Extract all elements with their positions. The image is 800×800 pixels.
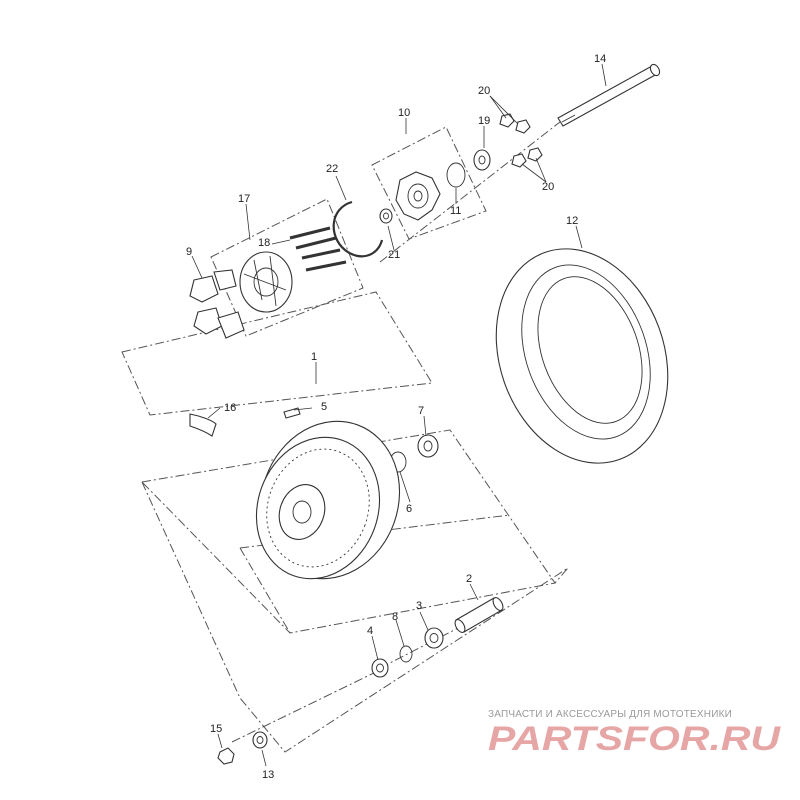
callout-1: 1 [311, 351, 317, 363]
callout-16: 16 [224, 402, 236, 414]
callout-14: 14 [594, 53, 606, 65]
fitting [283, 407, 301, 419]
callout-6: 6 [406, 503, 412, 515]
bearing-upper [417, 434, 439, 458]
axle-centerline-upper [379, 121, 561, 263]
hub-group-outline [121, 291, 433, 416]
axle-centerline-lower [231, 669, 381, 743]
watermark: ЗАПЧАСТИ И АКСЕССУАРЫ ДЛЯ МОТОТЕХНИКИ PA… [488, 709, 782, 758]
circlip [332, 200, 384, 258]
callout-20-top: 20 [478, 85, 490, 97]
rubber-dampers [189, 269, 245, 339]
axle-collar [252, 731, 268, 749]
axle-nut [217, 747, 235, 765]
spacer [379, 208, 393, 224]
callout-8: 8 [392, 611, 398, 623]
callout-17: 17 [238, 193, 250, 205]
callout-9: 9 [186, 246, 192, 258]
damper-plate [239, 251, 293, 313]
callout-2: 2 [466, 573, 472, 585]
sprocket-nuts [499, 113, 543, 168]
bearing-lower [424, 627, 444, 649]
oil-seal [371, 658, 389, 678]
callout-21: 21 [388, 249, 400, 261]
watermark-tagline: ЗАПЧАСТИ И АКСЕССУАРЫ ДЛЯ МОТОТЕХНИКИ [488, 709, 732, 720]
callout-4: 4 [367, 625, 373, 637]
callout-12: 12 [566, 215, 578, 227]
callout-3: 3 [416, 600, 422, 612]
o-ring-hub [446, 162, 466, 188]
callout-13: 13 [262, 769, 274, 781]
callout-11: 11 [450, 205, 461, 217]
callout-19: 19 [478, 115, 490, 127]
axle-centerlines [231, 121, 561, 743]
axle-group-outline [141, 481, 569, 753]
axle-shaft [557, 63, 661, 127]
damper-segment [189, 413, 217, 437]
damper-group-outline [210, 198, 364, 337]
callout-7: 7 [418, 405, 424, 417]
sprocket-hub-outline [371, 126, 487, 240]
callout-15: 15 [210, 723, 222, 735]
collar [473, 149, 491, 171]
damper-pins [289, 226, 347, 272]
rear-wheel [255, 420, 401, 580]
callout-5: 5 [321, 401, 327, 413]
watermark-brand: PARTSFOR.RU [488, 720, 782, 758]
leader-lines [191, 63, 607, 767]
callout-10: 10 [398, 107, 410, 119]
spacer-tube [454, 597, 504, 633]
callout-labels: 1 2 3 4 5 6 7 8 9 10 11 12 13 14 15 16 1… [186, 53, 606, 781]
callout-20-bottom: 20 [542, 181, 554, 193]
o-ring-axle [399, 645, 413, 663]
rear-tire [495, 248, 669, 464]
callout-22: 22 [326, 163, 338, 175]
sprocket-carrier [395, 171, 441, 221]
callout-18: 18 [258, 237, 270, 249]
